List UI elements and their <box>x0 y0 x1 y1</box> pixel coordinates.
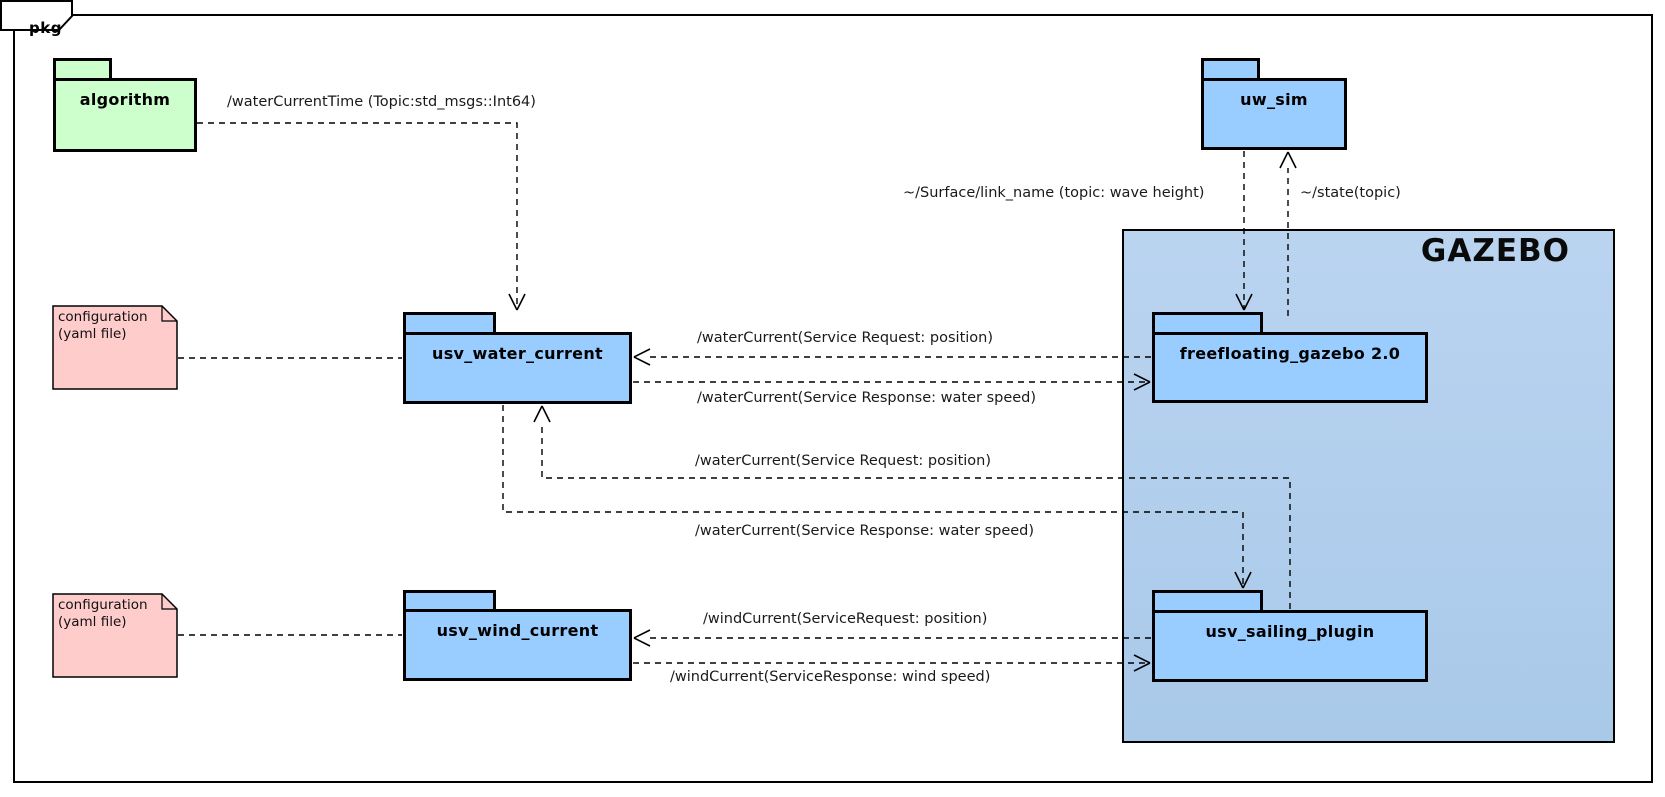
package-body: algorithm <box>53 78 197 152</box>
frame-tab-label: pkg <box>29 19 62 37</box>
package-label: usv_wind_current <box>436 621 599 640</box>
package-label: uw_sim <box>1240 90 1308 109</box>
note-config-wind[interactable]: configuration (yaml file) <box>52 593 178 678</box>
arrow-up-icon <box>1279 151 1297 169</box>
package-body: usv_water_current <box>403 332 632 404</box>
connector-sailing-water-request <box>533 405 1291 609</box>
package-label: usv_water_current <box>432 344 603 363</box>
note-config-water[interactable]: configuration (yaml file) <box>52 305 178 390</box>
edge-label-ff-response: /waterCurrent(Service Response: water sp… <box>697 390 1037 406</box>
note-line: configuration <box>58 597 148 613</box>
gazebo-title: GAZEBO <box>1420 233 1570 269</box>
package-body: freefloating_gazebo 2.0 <box>1152 332 1428 403</box>
edge-label-water-current-time: /waterCurrentTime (Topic:std_msgs::Int64… <box>227 94 536 110</box>
package-label: algorithm <box>79 90 171 109</box>
note-line: configuration <box>58 309 148 325</box>
package-body: uw_sim <box>1201 78 1347 150</box>
note-text: configuration (yaml file) <box>58 597 148 631</box>
connector-surface-link-name <box>1235 151 1253 311</box>
edge-label-wind-request: /windCurrent(ServiceRequest: position) <box>703 611 988 627</box>
arrow-up-icon <box>533 405 551 423</box>
package-tab <box>1152 312 1263 332</box>
note-line: (yaml file) <box>58 326 127 342</box>
note-shape <box>52 593 178 678</box>
connector-ff-request <box>633 348 1151 366</box>
arrow-left-icon <box>633 348 651 366</box>
package-tab <box>1152 590 1263 610</box>
arrow-down-icon <box>508 293 526 311</box>
connector-state-topic <box>1279 151 1297 316</box>
package-label: usv_sailing_plugin <box>1205 622 1375 641</box>
connector-sailing-water-response <box>502 405 1252 589</box>
edge-label-sailing-water-response: /waterCurrent(Service Response: water sp… <box>695 523 1035 539</box>
edge-label-wind-response: /windCurrent(ServiceResponse: wind speed… <box>670 669 991 685</box>
arrow-right-icon <box>1133 654 1151 672</box>
arrow-right-icon <box>1133 373 1151 391</box>
package-tab <box>403 312 496 332</box>
arrow-down-icon <box>1234 571 1252 589</box>
package-body: usv_wind_current <box>403 609 632 681</box>
note-line: (yaml file) <box>58 614 127 630</box>
arrow-down-icon <box>1235 293 1253 311</box>
arrow-left-icon <box>633 629 651 647</box>
connector-wind-response <box>633 654 1151 672</box>
edge-label-state-topic: ~/state(topic) <box>1300 185 1401 201</box>
edge-label-surface-link-name: ~/Surface/link_name (topic: wave height) <box>903 185 1205 201</box>
package-tab <box>53 58 112 78</box>
edge-label-sailing-water-request: /waterCurrent(Service Request: position) <box>695 453 991 469</box>
note-text: configuration (yaml file) <box>58 309 148 343</box>
package-tab <box>1201 58 1260 78</box>
package-label: freefloating_gazebo 2.0 <box>1179 344 1401 363</box>
edge-label-ff-request: /waterCurrent(Service Request: position) <box>697 330 993 346</box>
connector-ff-response <box>633 373 1151 391</box>
frame-tab <box>0 0 73 31</box>
connector-wind-request <box>633 629 1151 647</box>
package-tab <box>403 590 496 609</box>
connector-water-current-time <box>197 122 526 311</box>
note-shape <box>52 305 178 390</box>
package-body: usv_sailing_plugin <box>1152 610 1428 682</box>
